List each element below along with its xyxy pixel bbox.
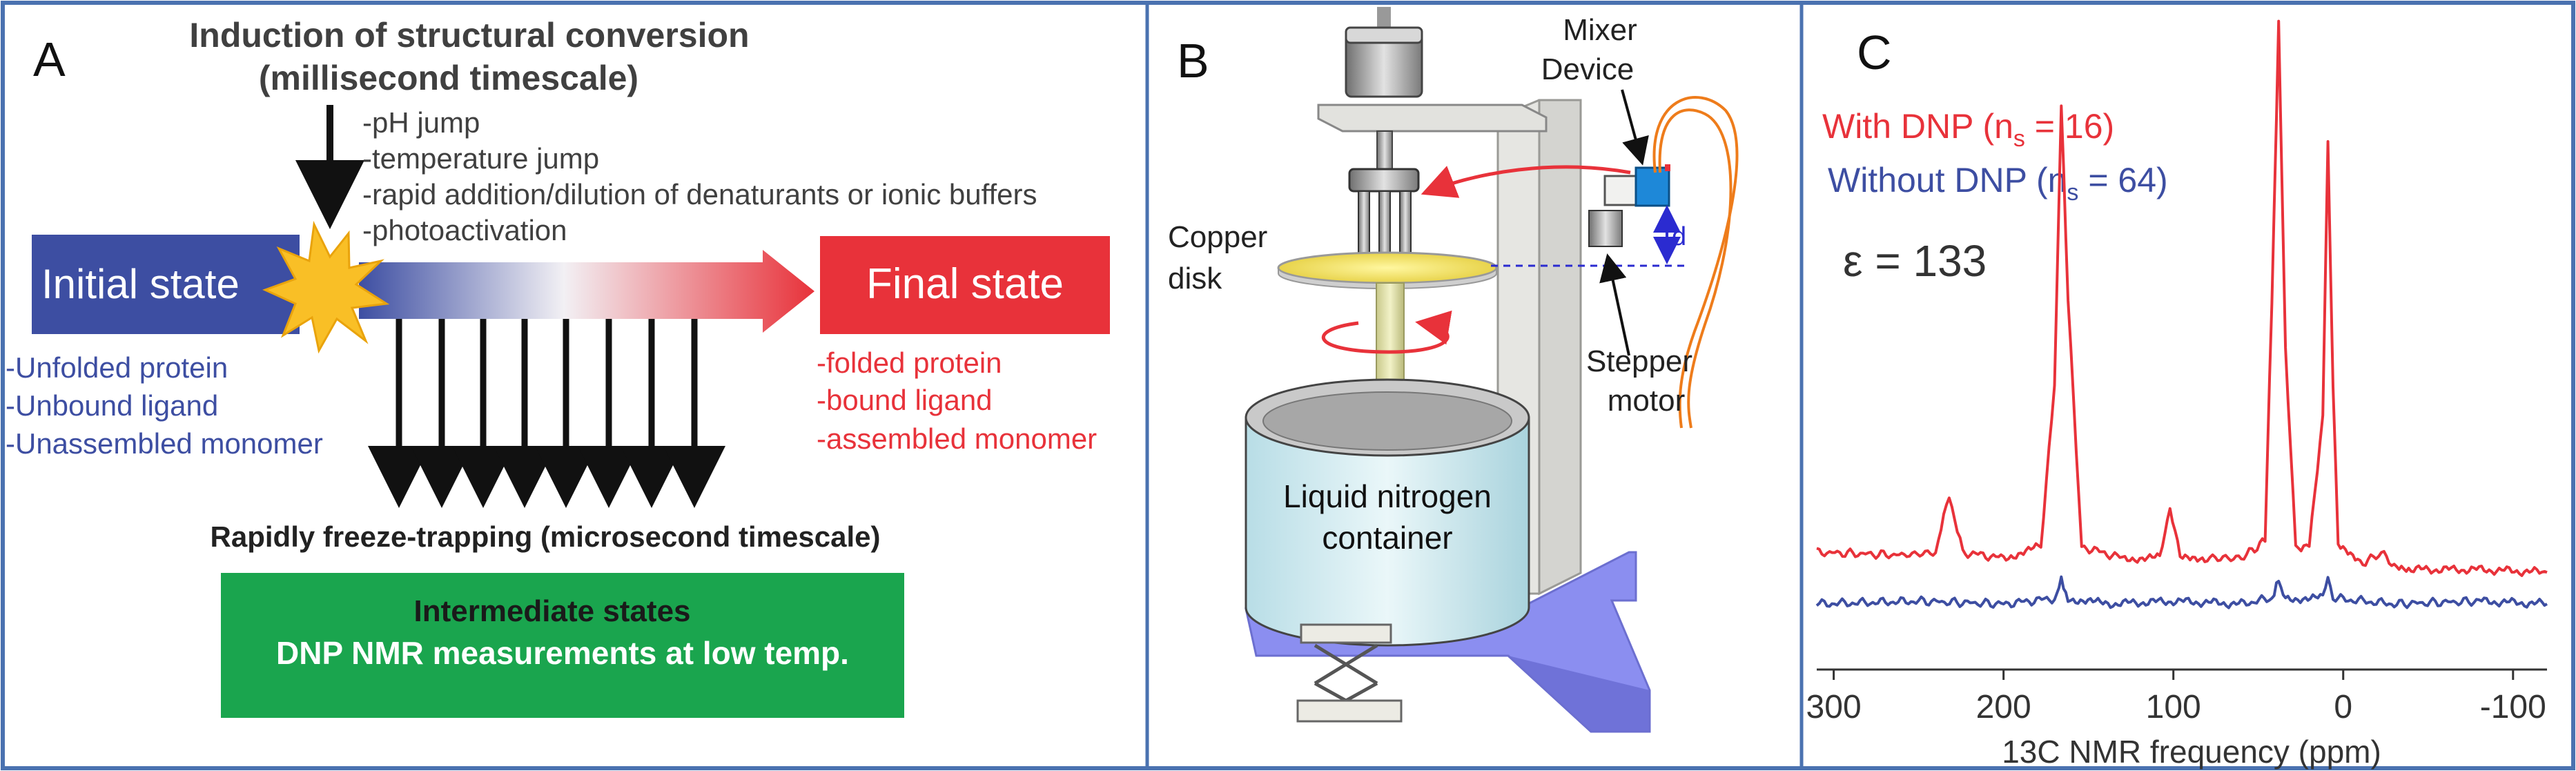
initial-item: -Unbound ligand (6, 389, 218, 422)
d-label: d (1672, 222, 1686, 251)
final-state-box (820, 236, 1110, 334)
panel-c: C With DNP (ns = 16) Without DNP (ns = 6… (1806, 19, 2548, 770)
panel-a-title-line1: Induction of structural conversion (189, 16, 749, 55)
freeze-label: Rapidly freeze-trapping (microsecond tim… (211, 520, 881, 553)
plunger-rod (1358, 191, 1370, 257)
x-tick-label: -100 (2480, 689, 2546, 725)
x-tick-label: 100 (2146, 689, 2201, 725)
mixer-label-line2: Device (1541, 52, 1635, 86)
x-tick-label: 200 (1976, 689, 2031, 725)
lift-top-plate (1300, 623, 1392, 644)
mixer-device-icon (1635, 166, 1670, 207)
freeze-arrows (368, 319, 725, 508)
stepper-label-line2: motor (1608, 384, 1685, 418)
base-plate-side (1507, 654, 1651, 733)
copper-label-line2: disk (1168, 262, 1222, 295)
final-item: -folded protein (817, 347, 1002, 379)
support-column-side (1538, 99, 1582, 596)
lift-scissor-struts (1314, 643, 1378, 720)
stepper-pointer (1599, 253, 1630, 356)
initial-item: -Unfolded protein (6, 351, 228, 384)
panel-b-letter: B (1177, 34, 1209, 88)
intermediate-line1: Intermediate states (413, 594, 690, 628)
intermediate-box (221, 573, 904, 718)
spectrum-plot (1815, 19, 2548, 609)
final-state-label: Final state (866, 260, 1064, 308)
panel-a-letter: A (33, 32, 66, 86)
x-axis-label: 13C NMR frequency (ppm) (2002, 734, 2381, 770)
initial-item: -Unassembled monomer (6, 427, 323, 460)
plunger-rod (1399, 191, 1412, 257)
panel-b: B Liquid nitrogen container (1168, 7, 1739, 733)
nitrogen-container-inner (1262, 391, 1512, 451)
mixer-label-line1: Mixer (1563, 13, 1637, 47)
tubing-line (1652, 95, 1739, 429)
enhancement-label: ε = 133 (1843, 236, 1987, 286)
top-arm (1317, 104, 1548, 133)
disk-spindle (1376, 282, 1405, 380)
x-tick-label: 0 (2334, 689, 2352, 725)
legend-dnp: With DNP (ns = 16) (1822, 107, 2114, 152)
trigger-item: -temperature jump (362, 142, 599, 175)
trigger-item: -pH jump (362, 106, 480, 139)
burst-icon (262, 220, 390, 354)
series-line-without-dnp (1815, 575, 2548, 609)
stepper-label-line1: Stepper (1586, 344, 1692, 378)
injection-arrow (1421, 165, 1631, 198)
mixer-pointer (1621, 89, 1649, 166)
x-axis-ticks: 300 200 100 0 -100 (1806, 670, 2546, 725)
trigger-item: -photoactivation (362, 214, 567, 246)
rotation-arrow-icon (1322, 310, 1452, 354)
plunger-head (1348, 168, 1420, 193)
initial-state-label: Initial state (41, 261, 240, 307)
panel-a-title-line2: (millisecond timescale) (259, 59, 638, 97)
nitrogen-container (1245, 416, 1530, 647)
tubing-line (1658, 108, 1733, 429)
final-item: -assembled monomer (817, 422, 1097, 455)
trigger-item: -rapid addition/dilution of denaturants … (362, 178, 1037, 211)
copper-disk-edge (1278, 267, 1497, 289)
intermediate-line2: DNP NMR measurements at low temp. (276, 635, 849, 671)
plunger-shaft (1376, 130, 1393, 170)
mixer-indicator (1665, 164, 1670, 171)
series-line-with-dnp (1816, 19, 2548, 577)
lift-bottom-plate (1296, 699, 1403, 723)
scissor-lift-icon (1296, 623, 1403, 723)
panel-c-letter: C (1857, 26, 1892, 79)
copper-label-line1: Copper (1168, 220, 1267, 254)
container-label-line2: container (1322, 520, 1452, 556)
legend-nodnp: Without DNP (ns = 64) (1828, 161, 2168, 206)
initial-state-box (32, 235, 300, 334)
top-motor-cap (1345, 26, 1423, 44)
stepper-motor-icon (1588, 210, 1623, 247)
plunger-rod (1378, 191, 1391, 257)
container-label-line1: Liquid nitrogen (1283, 478, 1492, 514)
panel-a: A Induction of structural conversion (mi… (6, 16, 1110, 718)
transition-arrow (359, 250, 814, 333)
x-tick-label: 300 (1806, 689, 1862, 725)
final-item: -bound ligand (817, 384, 993, 416)
